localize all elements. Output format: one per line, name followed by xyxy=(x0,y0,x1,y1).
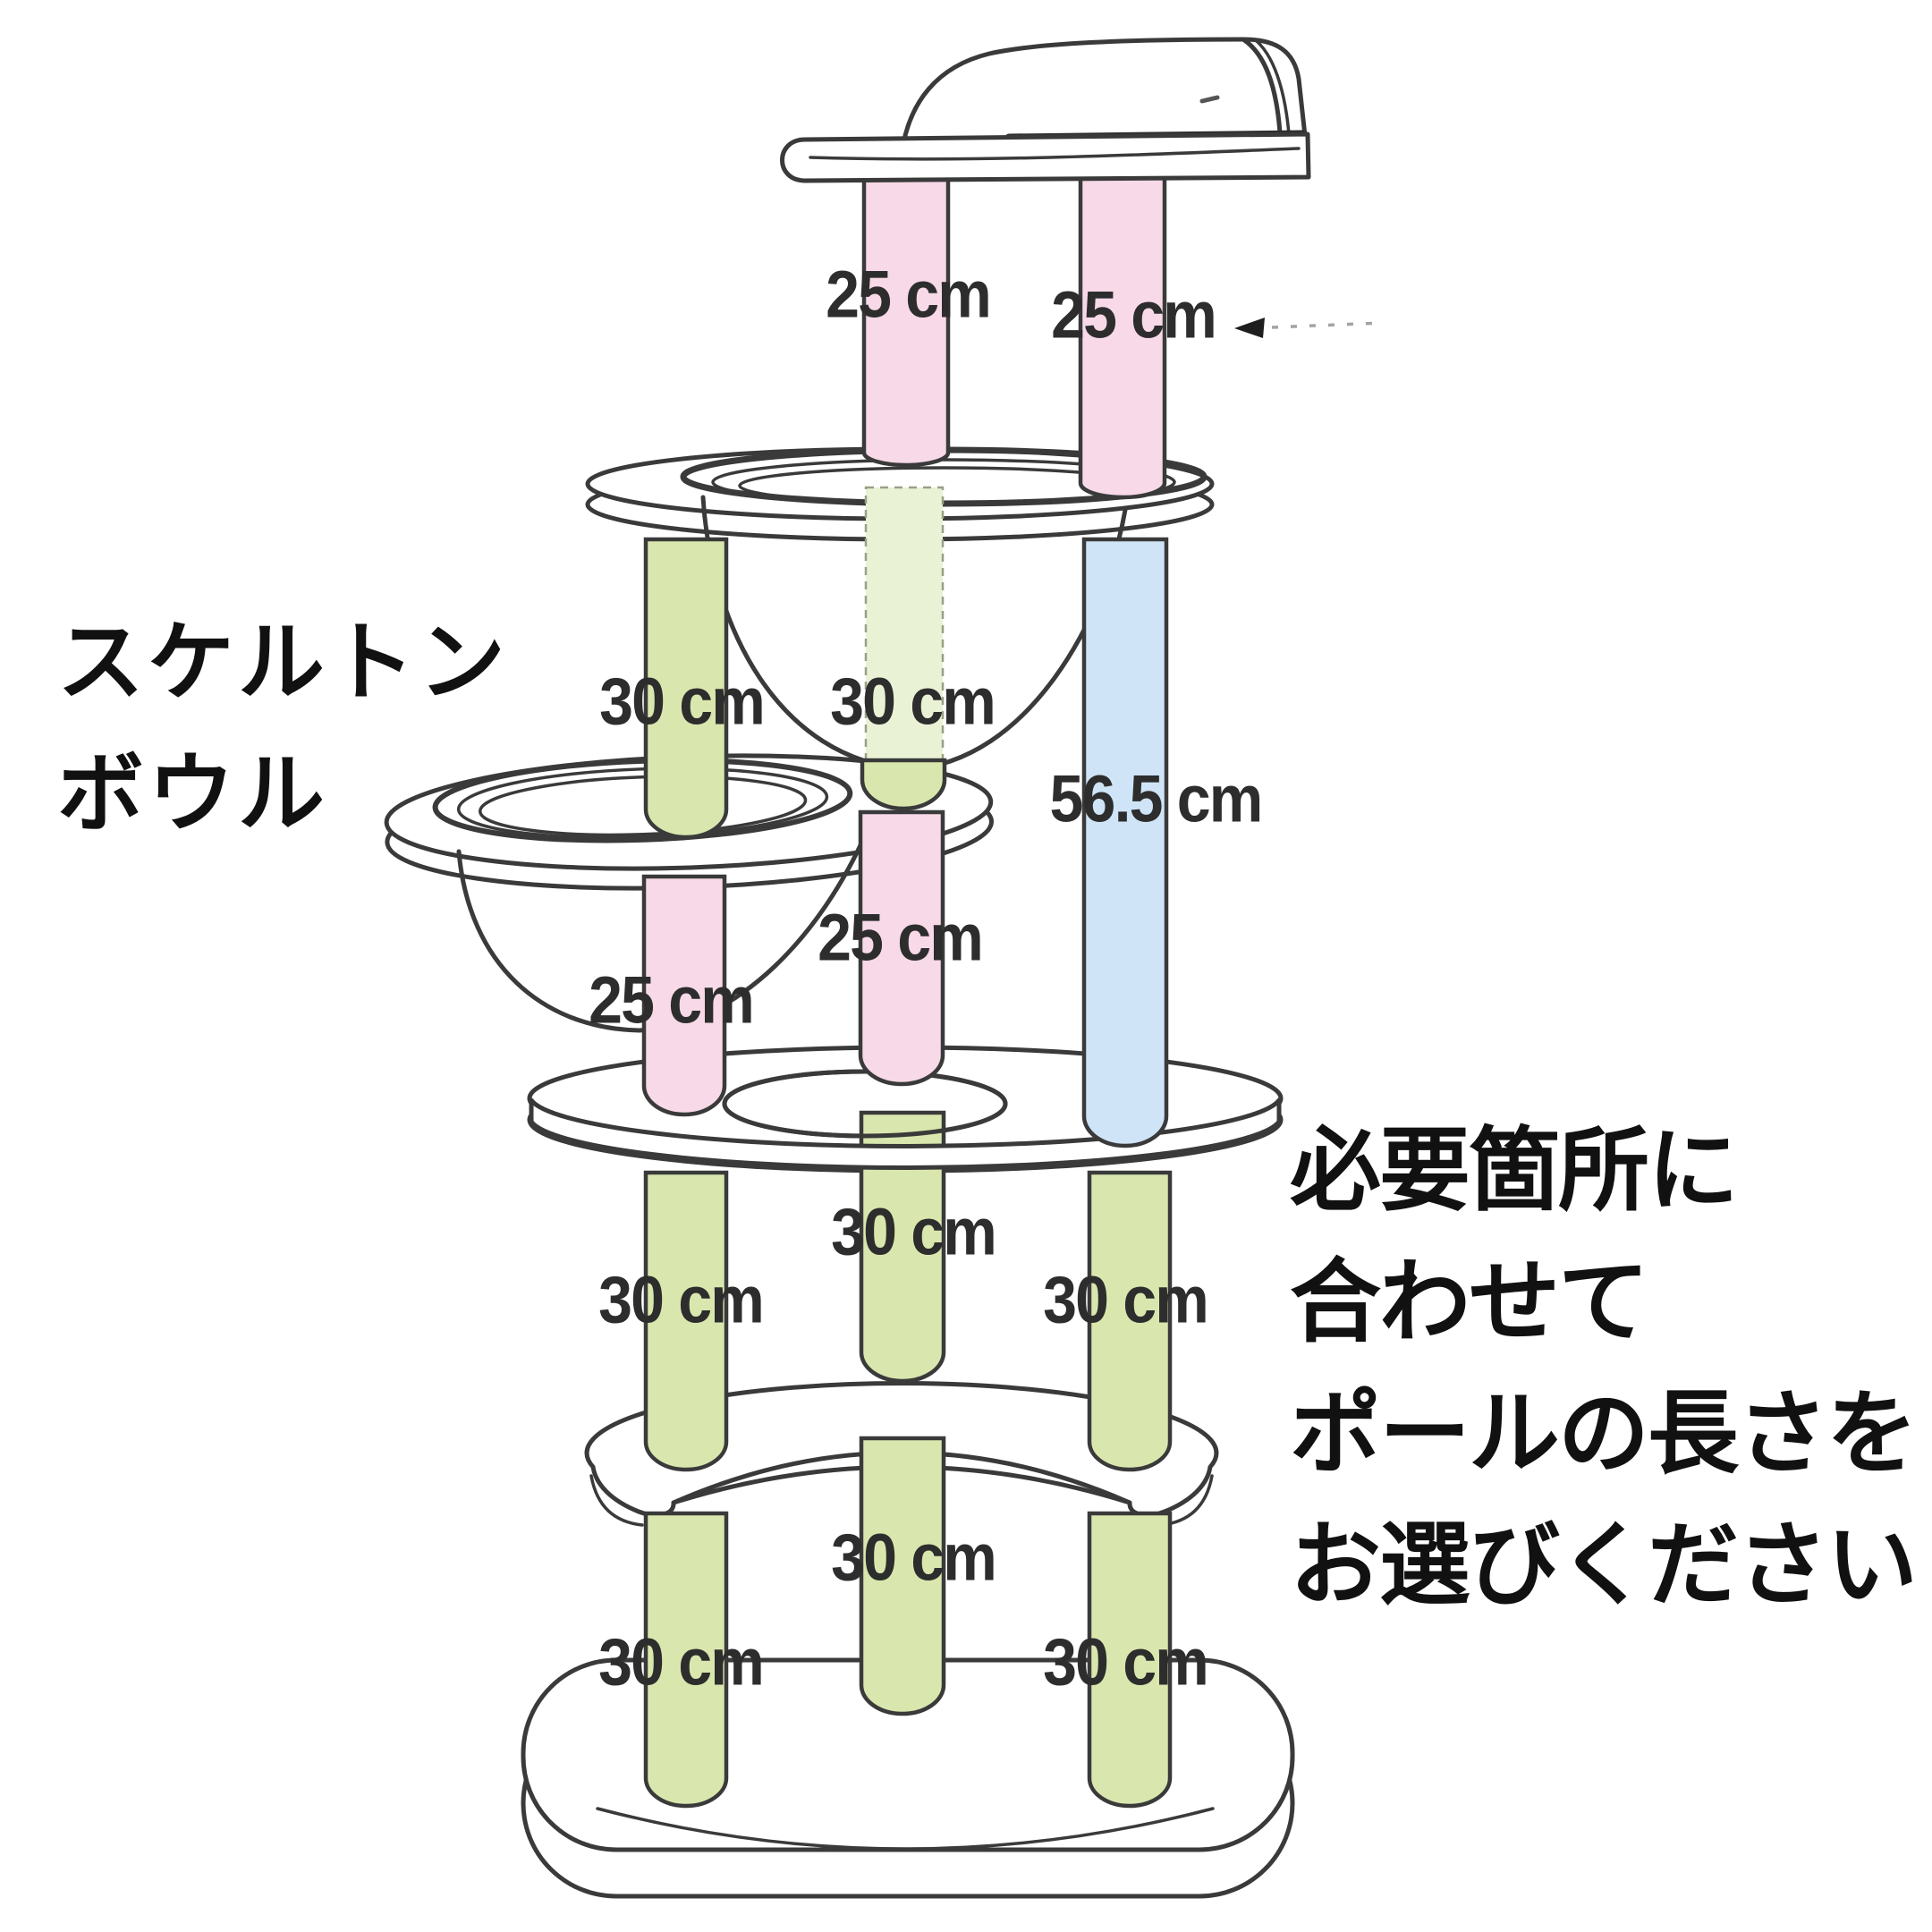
pole-length-label-bottom-mid: 30 cm xyxy=(831,1520,997,1595)
pole-length-label-upper-left: 30 cm xyxy=(599,664,766,739)
top-pink-poles xyxy=(861,167,1167,500)
pink-pole-top-mid xyxy=(861,167,951,468)
green-pole-bottom-left xyxy=(643,1511,729,1809)
skeleton-bowl-caption-line2: ボウル xyxy=(57,747,328,843)
green-pole-bottom-right xyxy=(1087,1511,1173,1809)
pink-pole-top-right xyxy=(1078,167,1167,500)
pole-length-label-upper-mid: 30 cm xyxy=(830,664,996,739)
skeleton-bowl-caption: スケルトン ボウル xyxy=(57,597,509,861)
pole-choice-note-line2: 合わせて xyxy=(1290,1252,1649,1354)
pole-length-label-lower-left: 30 cm xyxy=(598,1262,765,1337)
green-pole-lower-left xyxy=(643,1170,729,1472)
green-pole-upper-left xyxy=(643,537,729,840)
green-pole-lower-right xyxy=(1087,1170,1173,1472)
pole-length-label-lower-mid: 30 cm xyxy=(831,1194,997,1269)
top-canopy-bed xyxy=(780,37,1311,183)
pole-choice-note-line1: 必要箇所に xyxy=(1290,1122,1739,1223)
pole-length-label-blue: 56.5 cm xyxy=(1049,761,1264,836)
pink-pole-mid-center xyxy=(858,809,945,1087)
pole-length-label-bottom-right: 30 cm xyxy=(1043,1624,1209,1699)
green-pole-upper-mid xyxy=(860,758,947,811)
green-pole-bottom-mid xyxy=(859,1436,946,1716)
skeleton-bowl-caption-line1: スケルトン xyxy=(57,615,509,711)
blue-pole xyxy=(1081,537,1169,1148)
upper-platform xyxy=(585,446,1215,542)
pole-choice-note-line3: ポールの長さを xyxy=(1290,1384,1918,1486)
pole-choice-note: 必要箇所に 合わせて ポールの長さを お選びください xyxy=(1290,1107,1918,1633)
pole-choice-note-line4: お選びください xyxy=(1290,1515,1918,1617)
left-skeleton-bowl xyxy=(456,831,869,1033)
pole-length-label-bottom-left: 30 cm xyxy=(598,1624,765,1699)
green-pole-mid-upper xyxy=(859,1110,946,1384)
pole-length-label-bowl-left: 25 cm xyxy=(589,962,755,1038)
pink-pole-bowl-left xyxy=(641,874,727,1117)
pole-length-label-mid-center: 25 cm xyxy=(818,900,984,975)
pole-length-label-top-right: 25 cm xyxy=(1051,277,1217,352)
left-arrow-icon xyxy=(1234,318,1383,338)
pole-length-label-top-mid: 25 cm xyxy=(826,257,992,332)
pole-length-label-lower-right: 30 cm xyxy=(1043,1262,1209,1337)
canopy xyxy=(899,37,1309,157)
